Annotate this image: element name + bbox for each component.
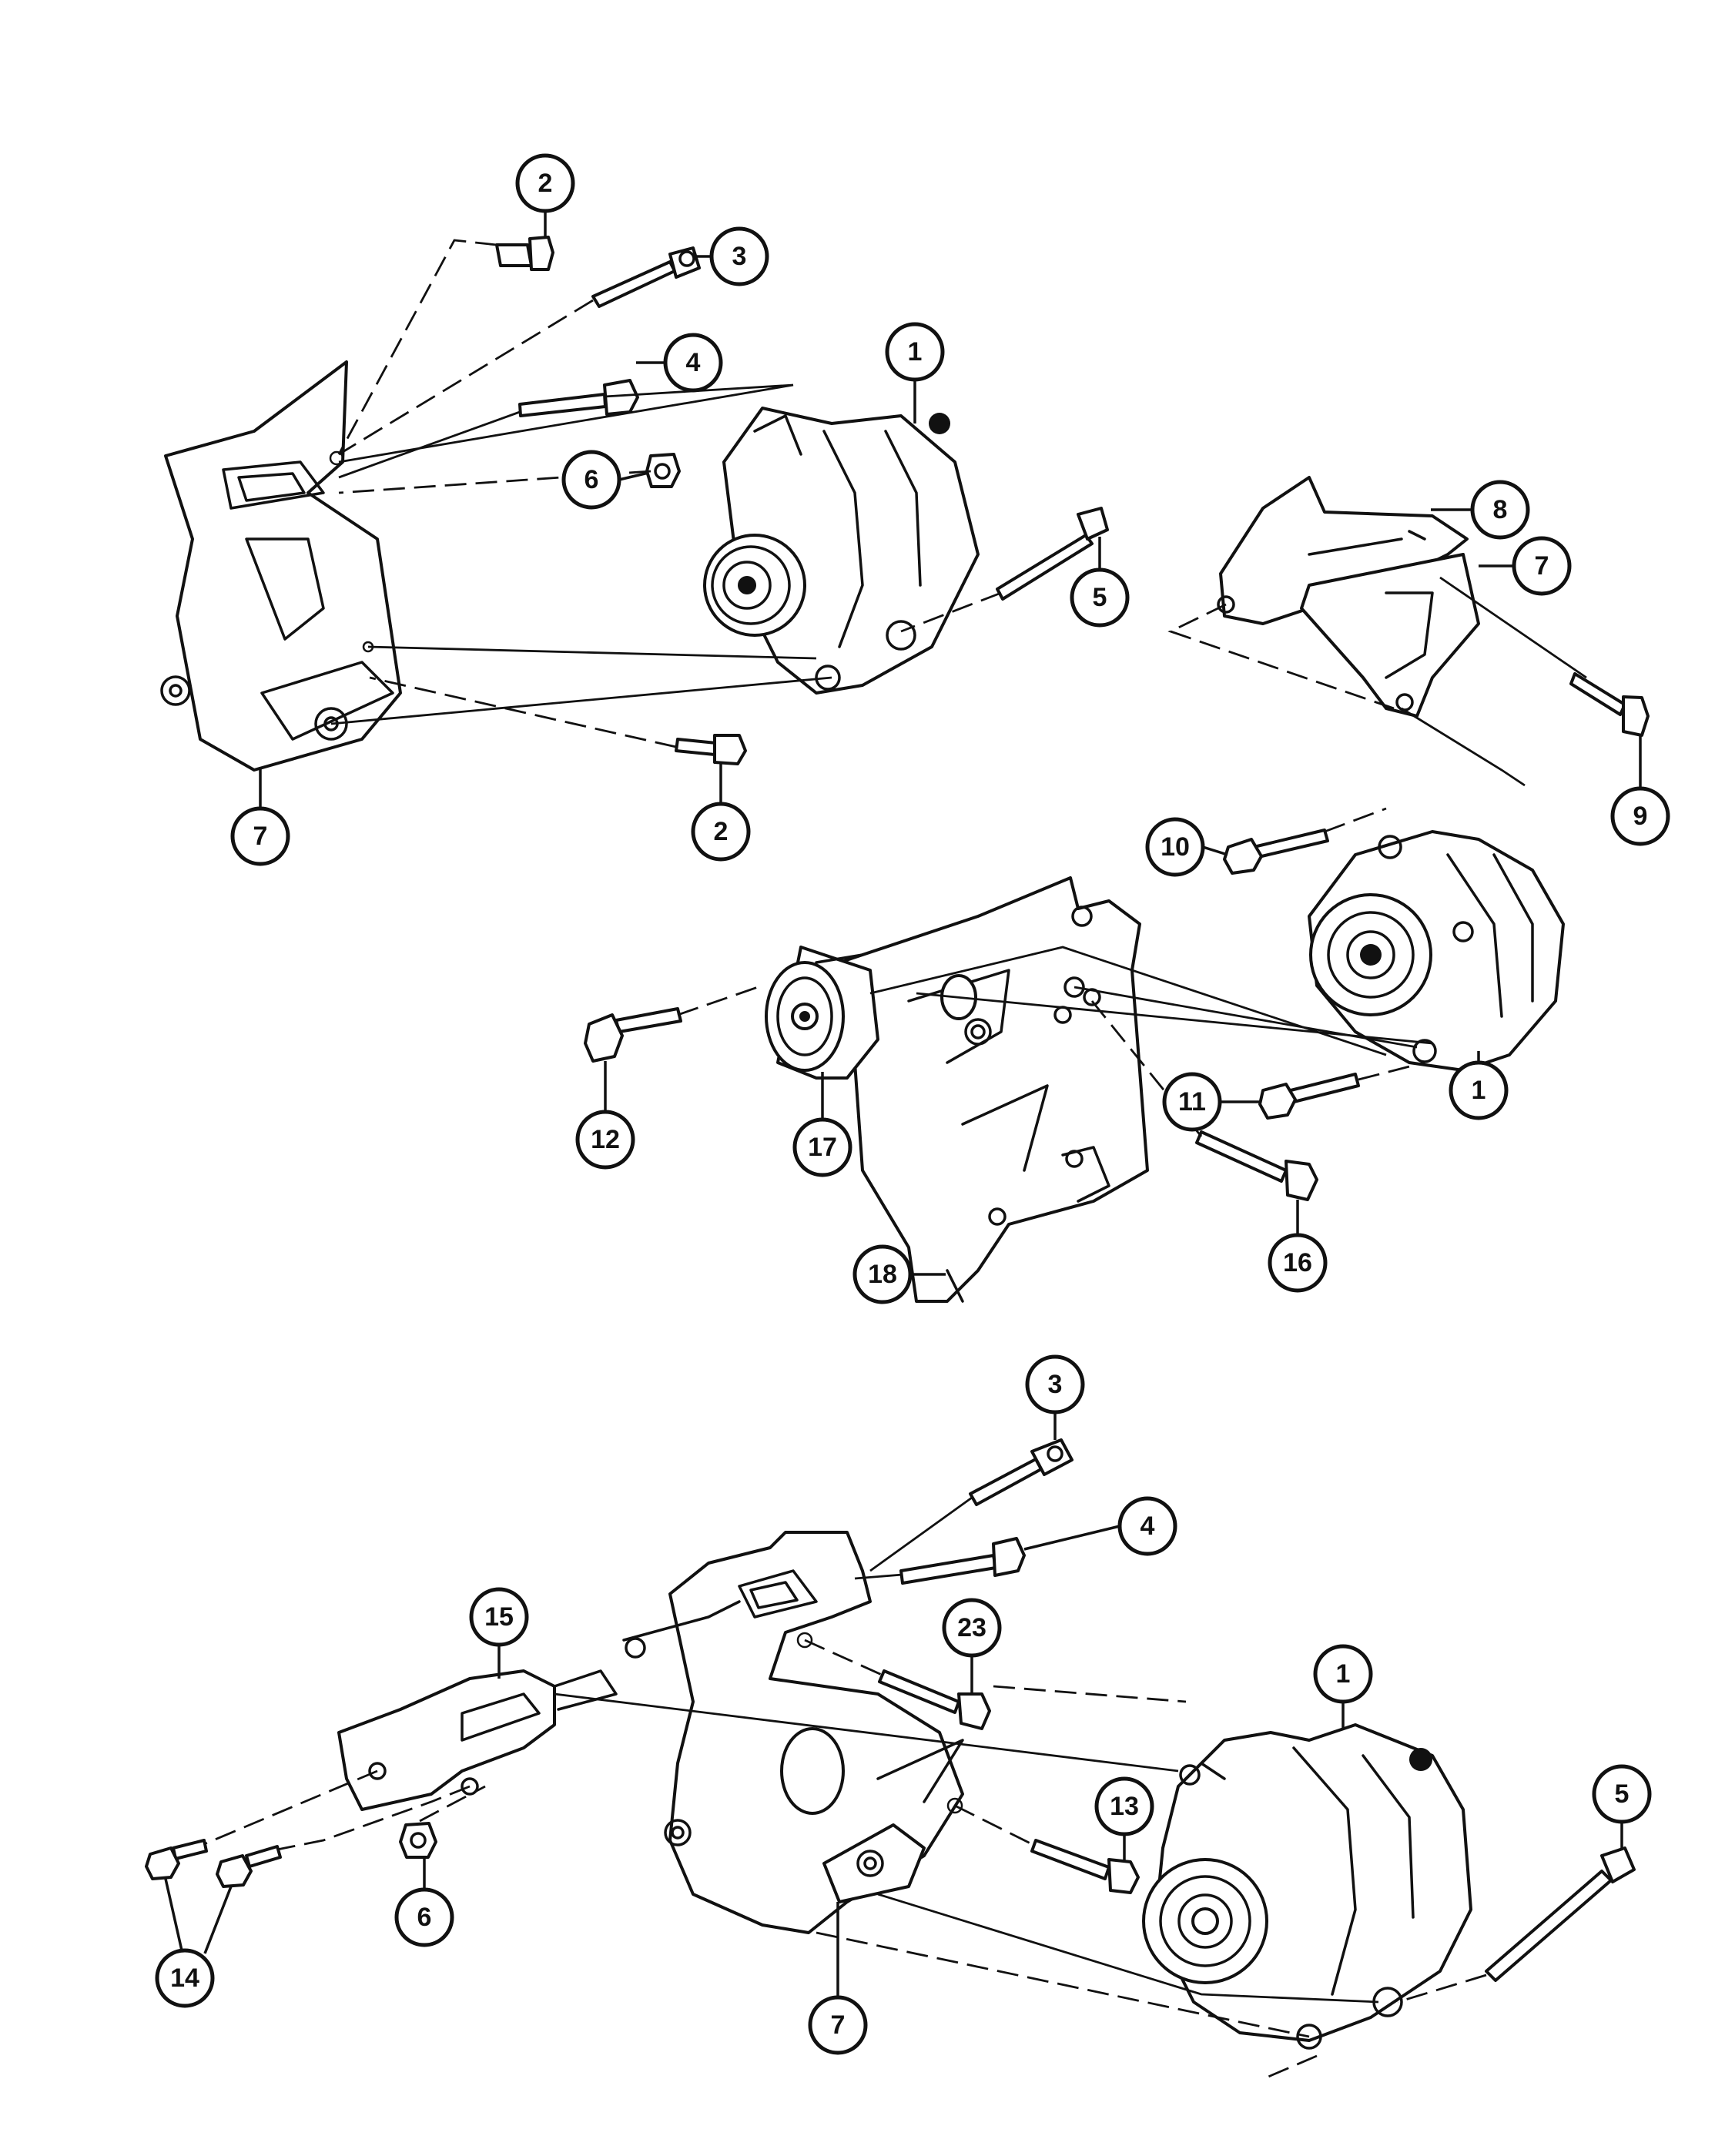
bolt-9: [1569, 672, 1650, 737]
svg-text:14: 14: [170, 1964, 199, 1993]
svg-text:2: 2: [538, 169, 553, 198]
bracket-7-bottom: [622, 1531, 964, 1934]
svg-text:10: 10: [1161, 832, 1190, 862]
svg-text:8: 8: [1493, 495, 1508, 524]
svg-text:13: 13: [1110, 1792, 1139, 1821]
callout-23: 23: [942, 1598, 1002, 1694]
callout-10: 10: [1145, 817, 1228, 877]
svg-text:12: 12: [591, 1125, 620, 1154]
callout-15: 15: [469, 1587, 529, 1679]
callout-5-bottom: 5: [1592, 1764, 1652, 1848]
callout-4-bottom: 4: [1023, 1496, 1177, 1556]
svg-text:3: 3: [1048, 1370, 1063, 1399]
bolt-3-bottom: [969, 1438, 1074, 1506]
callout-5-top: 5: [1070, 537, 1130, 628]
bracket-15: [337, 1669, 618, 1811]
alternator-bottom: [1142, 1723, 1472, 2050]
svg-text:2: 2: [714, 817, 729, 846]
bolt-12: [584, 1007, 682, 1063]
bolt-4-bottom: [899, 1537, 1026, 1585]
bolts-14: [145, 1839, 282, 1888]
bracket-assembly-top: [160, 360, 402, 772]
alternator-middle: [1308, 830, 1565, 1072]
callout-14: 14: [155, 1878, 233, 2008]
bracket-8: [1217, 476, 1469, 625]
bolt-16: [1195, 1130, 1318, 1201]
bracket-7-small: [1300, 553, 1480, 718]
svg-text:5: 5: [1615, 1779, 1630, 1809]
svg-text:7: 7: [831, 2010, 846, 2040]
callout-4-top: 4: [636, 333, 723, 393]
callout-13: 13: [1094, 1776, 1154, 1860]
svg-text:7: 7: [253, 822, 268, 851]
callout-1-top: 1: [885, 322, 945, 424]
callout-1-bottom: 1: [1313, 1644, 1373, 1729]
bolt-11: [1258, 1073, 1360, 1120]
assembly-lines-middle: [677, 807, 1433, 1137]
callout-9: 9: [1610, 735, 1670, 846]
idler-pulley-17: [765, 946, 879, 1080]
callout-7-bottom: 7: [808, 1902, 868, 2055]
svg-text:4: 4: [686, 348, 701, 377]
svg-text:1: 1: [1472, 1076, 1486, 1105]
nut-6-bottom: [399, 1822, 437, 1859]
callout-3-top: 3: [697, 226, 769, 286]
assembly-lines-bottom: [203, 1496, 1487, 2081]
callout-11: 11: [1162, 1072, 1260, 1132]
bracket-18: [830, 876, 1149, 1303]
callout-12: 12: [575, 1061, 635, 1170]
callout-2-lower: 2: [691, 762, 751, 862]
bolt-10: [1223, 829, 1329, 875]
callout-7-right: 7: [1479, 536, 1572, 596]
alternator-top: [703, 407, 980, 695]
callout-8: 8: [1431, 480, 1530, 540]
bolt-3-top: [591, 246, 701, 308]
bolt-4-top: [518, 379, 639, 417]
svg-text:16: 16: [1283, 1248, 1312, 1277]
svg-text:11: 11: [1178, 1087, 1206, 1116]
callout-6-bottom: 6: [394, 1857, 454, 1947]
svg-text:6: 6: [584, 465, 599, 494]
callout-6-top: 6: [561, 450, 649, 510]
svg-text:1: 1: [1336, 1659, 1351, 1689]
bolt-2-lower: [675, 734, 747, 765]
svg-text:18: 18: [868, 1260, 897, 1289]
bolt-23: [878, 1669, 991, 1730]
bolt-2-top: [495, 236, 554, 271]
callout-7-top: 7: [230, 767, 290, 866]
svg-text:4: 4: [1141, 1512, 1155, 1541]
svg-text:5: 5: [1093, 583, 1107, 612]
svg-text:6: 6: [417, 1903, 432, 1932]
svg-text:7: 7: [1535, 551, 1549, 581]
callout-18: 18: [852, 1244, 946, 1304]
svg-text:9: 9: [1633, 802, 1648, 831]
svg-text:1: 1: [908, 337, 923, 367]
assembly-lines-right: [1167, 576, 1587, 787]
svg-text:3: 3: [732, 242, 747, 271]
callout-1-middle: 1: [1449, 1051, 1509, 1120]
callout-2-top: 2: [515, 153, 575, 237]
callout-17: 17: [792, 1072, 852, 1177]
bolt-13: [1030, 1839, 1140, 1894]
bolt-5-bottom: [1485, 1846, 1636, 1982]
callout-3-bottom: 3: [1025, 1354, 1085, 1440]
nut-6-top: [645, 453, 681, 488]
svg-text:15: 15: [484, 1602, 514, 1632]
svg-text:23: 23: [957, 1613, 986, 1642]
callout-16: 16: [1268, 1200, 1328, 1293]
bolt-5-top: [996, 507, 1109, 601]
svg-text:17: 17: [808, 1133, 837, 1162]
